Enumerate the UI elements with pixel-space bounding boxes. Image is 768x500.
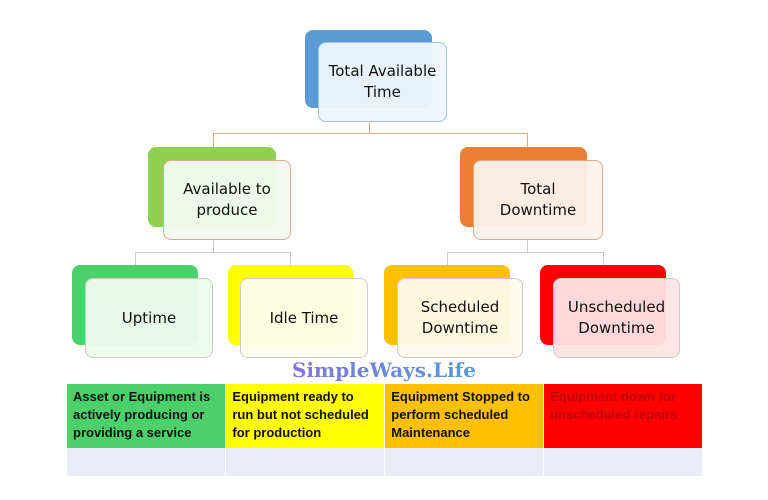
empty-cell <box>384 448 545 476</box>
root-node: Total Available Time <box>318 42 447 122</box>
node-label: Unscheduled Downtime <box>567 298 666 337</box>
available-node: Available to produce <box>163 160 291 240</box>
table-cell-uptime: Asset or Equipment is actively producing… <box>67 384 227 448</box>
connector <box>213 240 214 252</box>
downtime-node: Total Downtime <box>473 160 603 240</box>
connector <box>369 122 370 133</box>
unscheduled-node: Unscheduled Downtime <box>553 278 680 358</box>
table-row <box>67 448 703 476</box>
connector <box>213 133 528 134</box>
table-cell-idle: Equipment ready to run but not scheduled… <box>225 384 386 448</box>
table-cell-unscheduled: Equipment down for unscheduled repairs <box>543 384 703 448</box>
connector <box>603 252 604 265</box>
idle-node: Idle Time <box>240 278 368 358</box>
connector <box>290 252 291 265</box>
table-cell-scheduled: Equipment Stopped to perform scheduled M… <box>384 384 545 448</box>
node-label: Available to produce <box>183 180 271 219</box>
table-row: Asset or Equipment is actively producing… <box>67 384 703 448</box>
definitions-table: Asset or Equipment is actively producing… <box>67 384 703 476</box>
logo: SimpleWays.Life <box>0 358 768 382</box>
scheduled-node: Scheduled Downtime <box>397 278 523 358</box>
connector <box>527 133 528 147</box>
empty-cell <box>67 448 227 476</box>
uptime-node: Uptime <box>85 278 213 358</box>
node-label: Total Available Time <box>328 62 437 101</box>
node-label: Total Downtime <box>499 180 577 219</box>
node-label: Scheduled Downtime <box>420 298 500 337</box>
connector <box>135 252 291 253</box>
connector <box>447 252 448 265</box>
empty-cell <box>543 448 703 476</box>
connector <box>135 252 136 265</box>
connector <box>527 240 528 252</box>
empty-cell <box>225 448 386 476</box>
connector <box>213 133 214 147</box>
node-label: Uptime <box>121 308 177 327</box>
node-label: Idle Time <box>269 308 339 327</box>
connector <box>447 252 604 253</box>
